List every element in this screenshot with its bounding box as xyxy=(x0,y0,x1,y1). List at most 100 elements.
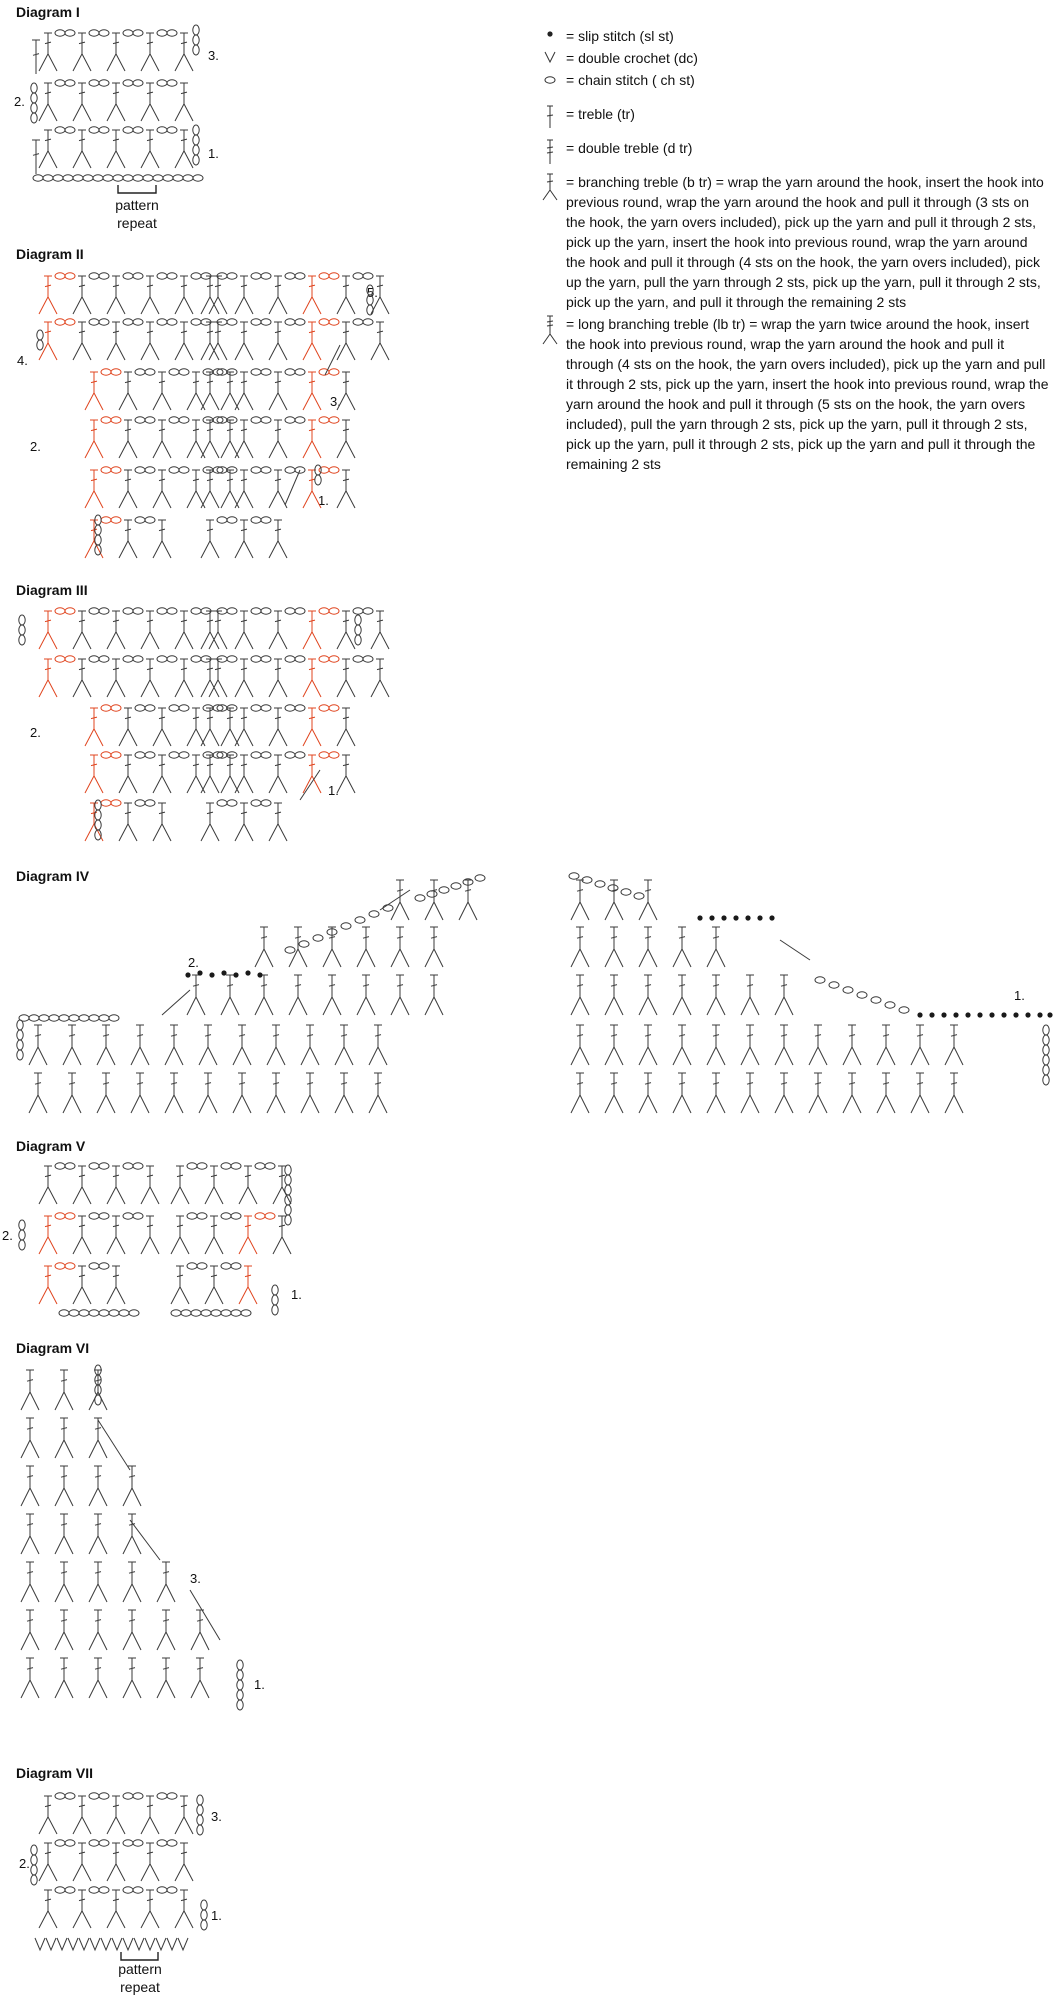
chain-stitch-icon xyxy=(254,1212,266,1220)
slip-stitch-icon xyxy=(209,972,215,978)
chain-stitch-icon xyxy=(236,1679,244,1691)
branching-treble-icon xyxy=(186,419,206,459)
chain-stitch-icon xyxy=(62,174,74,182)
chain-stitch-icon xyxy=(58,1309,70,1317)
chain-stitch-icon xyxy=(122,272,134,280)
legend-text: = chain stitch ( ch st) xyxy=(566,72,695,88)
chain-stitch-icon xyxy=(192,124,200,136)
double-crochet-icon xyxy=(45,1937,57,1952)
chain-stitch-icon xyxy=(98,607,110,615)
chain-stitch-icon xyxy=(240,1309,252,1317)
branching-treble-icon xyxy=(268,519,288,559)
chain-stitch-icon xyxy=(64,1262,76,1270)
chain-stitch-icon xyxy=(72,174,84,182)
branching-treble-icon xyxy=(72,1165,92,1205)
double-crochet-icon xyxy=(78,1937,90,1952)
branching-treble-icon xyxy=(84,519,104,559)
slip-stitch-icon xyxy=(769,915,775,921)
branching-treble-icon xyxy=(38,82,58,122)
legend-text: = branching treble (b tr) = wrap the yar… xyxy=(566,174,1044,310)
branching-treble-icon xyxy=(140,658,160,698)
branching-treble-icon xyxy=(424,926,444,968)
chain-stitch-icon xyxy=(216,516,228,524)
branching-treble-icon xyxy=(130,1024,150,1066)
chain-stitch-icon xyxy=(260,368,272,376)
legend-item-long-branching-treble: = long branching treble (lb tr) = wrap t… xyxy=(540,314,1050,474)
chain-stitch-icon xyxy=(110,799,122,807)
double-crochet-icon xyxy=(34,1937,46,1952)
branching-treble-icon xyxy=(234,469,254,509)
chain-stitch-icon xyxy=(108,1309,120,1317)
chain-stitch-icon xyxy=(226,318,238,326)
branching-treble-icon xyxy=(368,1024,388,1066)
chain-stitch-icon xyxy=(426,890,438,898)
chain-stitch-icon xyxy=(134,751,146,759)
chain-stitch-icon xyxy=(250,704,262,712)
stitch-connector xyxy=(189,1589,221,1641)
double-crochet-icon xyxy=(67,1937,79,1952)
chain-stitch-icon xyxy=(28,1014,40,1022)
chain-stitch-icon xyxy=(1042,1054,1050,1066)
chain-stitch-icon xyxy=(36,329,44,341)
row-label: 2. xyxy=(30,725,41,740)
chain-stitch-icon xyxy=(192,134,200,146)
branching-treble-icon xyxy=(156,1657,176,1699)
chain-stitch-icon xyxy=(132,79,144,87)
row-label: 1. xyxy=(208,146,219,161)
branching-treble-icon xyxy=(200,419,220,459)
branching-treble-icon xyxy=(234,658,254,698)
chain-stitch-icon xyxy=(132,29,144,37)
chain-stitch-icon xyxy=(98,318,110,326)
slip-stitch-icon xyxy=(1037,1012,1043,1018)
branching-treble-icon xyxy=(204,1215,224,1255)
branching-treble-icon xyxy=(174,32,194,72)
slip-stitch-icon xyxy=(185,972,191,978)
branching-treble-icon xyxy=(54,1561,74,1603)
chain-stitch-icon xyxy=(132,318,144,326)
branching-treble-icon xyxy=(302,610,322,650)
chain-stitch-icon xyxy=(166,126,178,134)
treble-icon xyxy=(546,105,554,128)
chain-stitch-icon xyxy=(352,318,364,326)
branching-treble-icon xyxy=(368,1072,388,1114)
branching-treble-icon xyxy=(302,469,322,509)
chain-stitch-icon xyxy=(200,1909,208,1921)
branching-treble-icon xyxy=(336,658,356,698)
chain-stitch-icon xyxy=(42,174,54,182)
branching-treble-icon xyxy=(140,82,160,122)
branching-treble-icon xyxy=(140,321,160,361)
chain-stitch-icon xyxy=(16,1039,24,1051)
chain-stitch-icon xyxy=(118,1309,130,1317)
chain-stitch-icon xyxy=(64,79,76,87)
row-label: 4. xyxy=(17,353,28,368)
chain-stitch-icon xyxy=(226,416,238,424)
branching-treble-icon xyxy=(220,419,240,459)
branching-treble-icon xyxy=(140,1215,160,1255)
chain-stitch-icon xyxy=(594,880,606,888)
branching-treble-icon xyxy=(458,879,478,921)
branching-treble-icon xyxy=(174,275,194,315)
chain-stitch-icon xyxy=(352,655,364,663)
branching-treble-icon xyxy=(106,275,126,315)
branching-treble-icon xyxy=(84,707,104,747)
branching-treble-icon xyxy=(62,1024,82,1066)
chain-stitch-icon xyxy=(122,1792,134,1800)
branching-treble-icon xyxy=(302,371,322,411)
branching-treble-icon xyxy=(186,707,206,747)
branching-treble-icon xyxy=(38,1889,58,1929)
branching-treble-icon xyxy=(370,610,390,650)
chain-stitch-icon xyxy=(30,82,38,94)
chain-stitch-icon xyxy=(98,1212,110,1220)
double-crochet-icon xyxy=(166,1937,178,1952)
branching-treble-icon xyxy=(20,1369,40,1411)
slip-stitch-icon xyxy=(1001,1012,1007,1018)
repeat-label: repeat xyxy=(117,215,157,231)
chain-stitch-icon xyxy=(284,318,296,326)
chain-stitch-icon xyxy=(54,1886,66,1894)
chain-stitch-icon xyxy=(368,910,380,918)
branching-treble-icon xyxy=(156,1609,176,1651)
chain-stitch-icon xyxy=(88,1212,100,1220)
branching-treble-icon xyxy=(204,1165,224,1205)
chain-stitch-icon xyxy=(328,416,340,424)
chain-stitch-icon xyxy=(144,368,156,376)
